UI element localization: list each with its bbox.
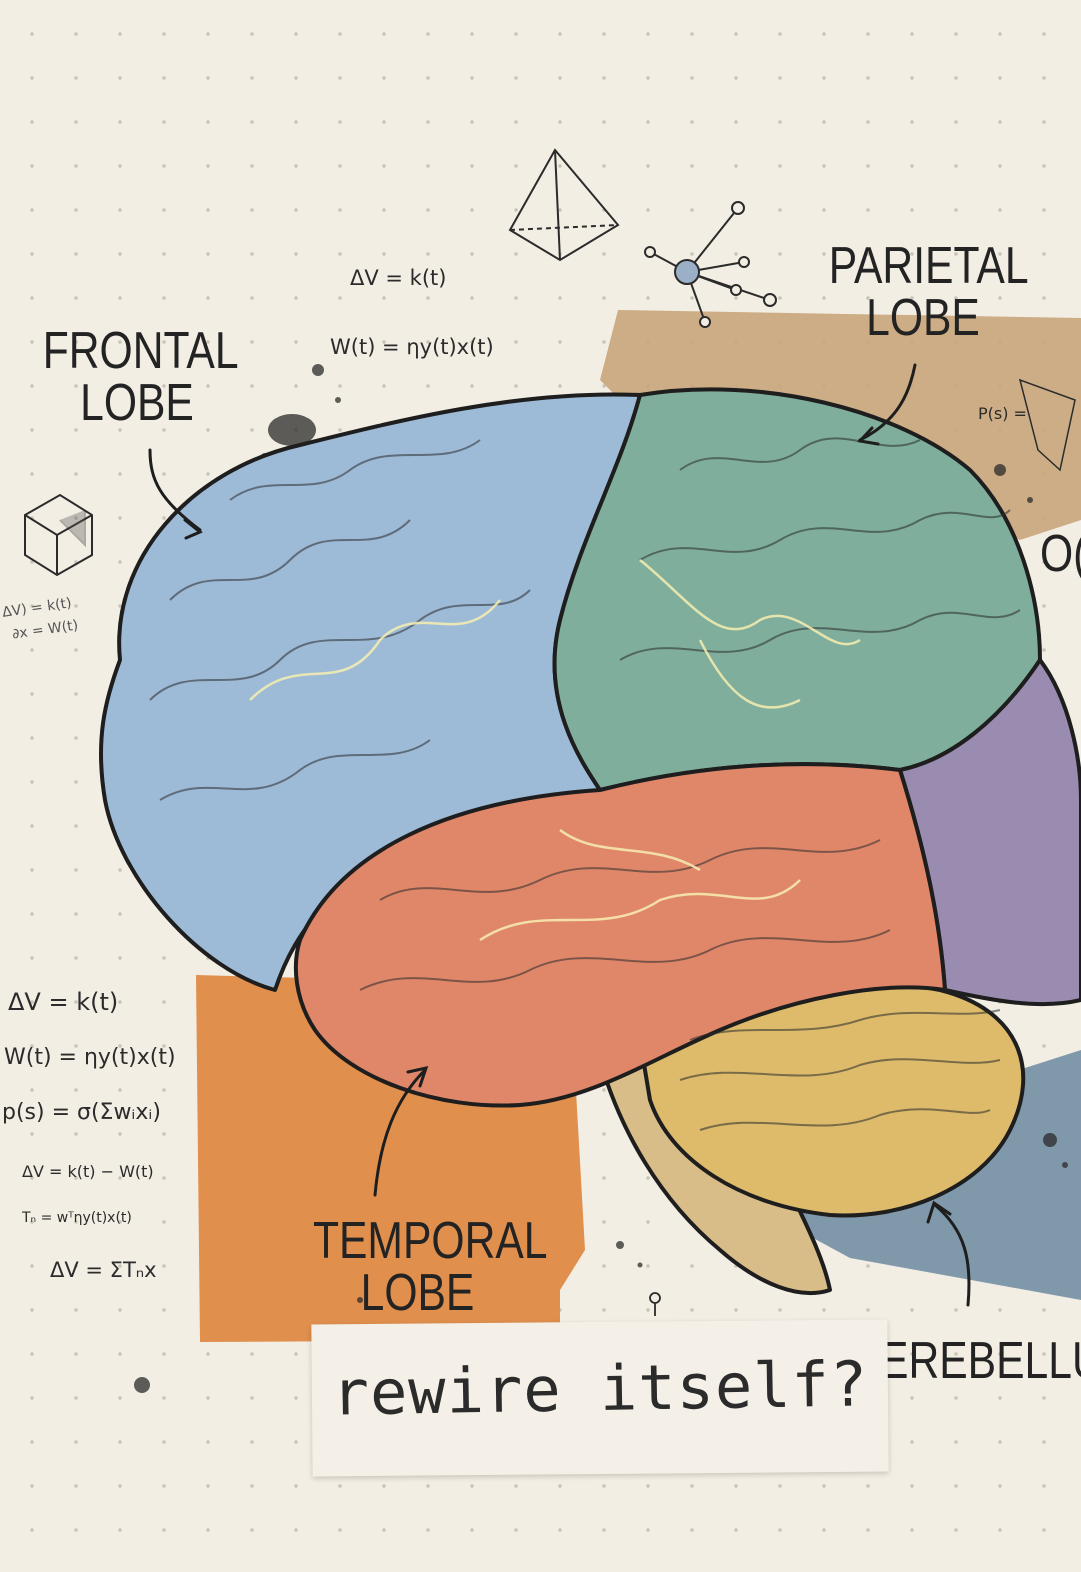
occipital-lobe-label-text: O(	[1040, 525, 1081, 583]
equation-top-1: ΔV = k(t)	[350, 266, 447, 290]
right-geometry-doodle	[1018, 378, 1076, 472]
equation-left-5: Tₙ = wᵀηy(t)x(t)	[22, 1210, 132, 1226]
equation-left-2: W(t) = ηy(t)x(t)	[4, 1045, 176, 1070]
frontal-lobe-label-line2: LOBE	[80, 374, 194, 432]
parietal-lobe-label-line1: PARIETAL	[828, 237, 1029, 295]
caption-text: rewire itself?	[331, 1347, 869, 1430]
brain-folds	[149, 437, 1021, 1131]
caption-card: rewire itself?	[311, 1319, 889, 1477]
label-arrows	[148, 363, 971, 1307]
cerebellum-label: EREBELLU	[880, 1332, 1081, 1390]
frontal-lobe-label: FRONTAL LOBE	[42, 322, 239, 432]
parietal-lobe-label: PARIETAL LOBE	[828, 237, 1029, 347]
pin-doodle	[649, 1292, 661, 1316]
neural-paths	[249, 559, 861, 942]
cube-icon	[24, 493, 93, 577]
network-node-icon	[644, 201, 777, 328]
occipital-lobe-label: O(	[1040, 525, 1081, 583]
equation-right: P(s) =	[978, 404, 1027, 423]
temporal-lobe-label: TEMPORAL LOBE	[312, 1212, 548, 1322]
equation-left-3: p(s) = σ(Σwᵢxᵢ)	[2, 1100, 161, 1125]
equation-top-2: W(t) = ηy(t)x(t)	[330, 335, 494, 359]
temporal-lobe-label-line1: TEMPORAL	[312, 1212, 548, 1270]
temporal-lobe-label-line2: LOBE	[360, 1264, 475, 1322]
equation-left-1: ΔV = k(t)	[8, 988, 119, 1016]
equation-left-4: ΔV = k(t) − W(t)	[22, 1162, 154, 1181]
parietal-lobe-label-line2: LOBE	[866, 289, 980, 347]
pyramid-icon	[508, 148, 620, 262]
cerebellum-label-text: EREBELLU	[880, 1332, 1081, 1390]
frontal-lobe-label-line1: FRONTAL	[42, 322, 239, 380]
equation-left-6: ΔV = ΣTₙx	[50, 1258, 157, 1282]
